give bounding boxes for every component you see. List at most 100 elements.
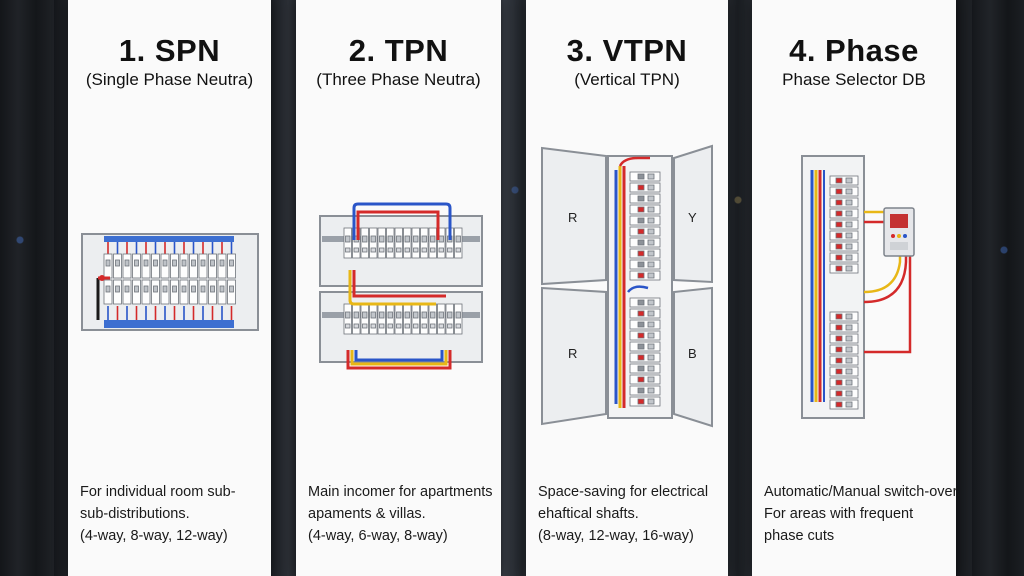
- panel-title: 1. SPN: [118, 33, 221, 68]
- breaker-module: [387, 247, 393, 253]
- breaker-module: [345, 247, 351, 253]
- breaker-module: [413, 323, 419, 329]
- breaker-module: [445, 303, 454, 335]
- breaker-module: [229, 259, 234, 267]
- breaker-module: [637, 195, 645, 202]
- breaker-module: [124, 259, 130, 267]
- breaker-module: [845, 243, 853, 250]
- breaker-module: [437, 227, 446, 259]
- breaker-module: [377, 227, 386, 259]
- breaker-module: [637, 184, 645, 191]
- panel-description: Space-saving for electrical ehaftical sh…: [538, 481, 722, 547]
- breaker-module: [829, 175, 859, 186]
- breaker-module: [637, 261, 645, 268]
- breaker-module: [447, 323, 453, 329]
- breaker-module: [352, 303, 361, 335]
- breaker-module: [421, 247, 427, 253]
- panel-title: 3. VTPN: [566, 33, 688, 68]
- breaker-module: [835, 335, 843, 342]
- breaker-module: [637, 239, 645, 246]
- breaker-module: [637, 272, 645, 279]
- breaker-module: [835, 379, 843, 386]
- breaker-module: [428, 227, 437, 259]
- desc-line: apaments & villas.: [308, 506, 426, 522]
- panel-description: Automatic/Manual switch-over. For areas …: [764, 481, 961, 547]
- breaker-module: [637, 250, 645, 257]
- breaker-module: [403, 227, 412, 259]
- breaker-module: [438, 235, 444, 243]
- breaker-module: [362, 311, 368, 319]
- breaker-module: [379, 235, 385, 243]
- breaker-module: [647, 261, 655, 268]
- breaker-module: [629, 319, 661, 330]
- breaker-module: [629, 374, 661, 385]
- breaker-module: [629, 396, 661, 407]
- breaker-module: [210, 259, 215, 267]
- breaker-module: [343, 303, 352, 335]
- desc-line: Main incomer for apartments: [308, 484, 493, 500]
- breaker-module: [647, 228, 655, 235]
- panel-title: 4. Phase: [789, 33, 919, 68]
- desc-line: (8-way, 12-way, 16-way): [538, 528, 694, 544]
- breaker-module: [845, 232, 853, 239]
- breaker-module: [413, 311, 419, 319]
- breaker-module: [172, 259, 177, 267]
- breaker-module: [829, 355, 859, 366]
- breaker-module: [404, 323, 410, 329]
- breaker-module: [369, 227, 378, 259]
- breaker-module: [219, 259, 225, 267]
- breaker-module: [438, 323, 444, 329]
- breaker-module: [835, 254, 843, 261]
- breaker-module: [396, 311, 402, 319]
- breaker-module: [829, 388, 859, 399]
- breaker-module: [629, 385, 661, 396]
- breaker-module: [420, 303, 429, 335]
- breaker-module: [362, 323, 368, 329]
- breaker-module: [647, 250, 655, 257]
- breaker-module: [845, 199, 853, 206]
- breaker-module: [835, 221, 843, 228]
- breaker-module: [835, 401, 843, 408]
- breaker-module: [829, 311, 859, 322]
- breaker-module: [845, 379, 853, 386]
- breaker-module: [369, 303, 378, 335]
- breaker-module: [845, 401, 853, 408]
- breaker-module: [829, 219, 859, 230]
- breaker-module: [829, 197, 859, 208]
- breaker-module: [219, 285, 225, 293]
- breaker-module: [134, 259, 139, 267]
- breaker-module: [629, 297, 661, 308]
- breaker-module: [637, 376, 645, 383]
- desc-line: Space-saving for electrical: [538, 484, 709, 500]
- breaker-module: [637, 299, 645, 306]
- panel-vtpn: 3. VTPN (Vertical TPN) R Y R B Space-sav…: [526, 0, 728, 576]
- breaker-module: [647, 343, 655, 350]
- breaker-module: [370, 323, 376, 329]
- breaker-module: [421, 323, 427, 329]
- door-label: R: [568, 346, 577, 361]
- breaker-module: [394, 303, 403, 335]
- breaker-module: [455, 311, 461, 319]
- breaker-module: [454, 303, 463, 335]
- breaker-module: [629, 352, 661, 363]
- panel-subtitle: (Single Phase Neutra): [85, 70, 254, 89]
- breaker-module: [647, 206, 655, 213]
- breaker-module: [404, 247, 410, 253]
- panel-subtitle: (Three Phase Neutra): [316, 70, 481, 89]
- breaker-module: [629, 204, 661, 215]
- breaker-module: [637, 217, 645, 224]
- breaker-module: [845, 177, 853, 184]
- breaker-module: [396, 235, 402, 243]
- breaker-module: [629, 215, 661, 226]
- phase-selector-db-illustration: [801, 155, 915, 419]
- breaker-module: [829, 208, 859, 219]
- breaker-module: [387, 235, 393, 243]
- breaker-module: [411, 303, 420, 335]
- breaker-module: [647, 365, 655, 372]
- breaker-module: [829, 366, 859, 377]
- breaker-module: [437, 303, 446, 335]
- breaker-module: [191, 259, 196, 267]
- breaker-module: [105, 285, 111, 293]
- breaker-module: [360, 227, 369, 259]
- breaker-module: [637, 365, 645, 372]
